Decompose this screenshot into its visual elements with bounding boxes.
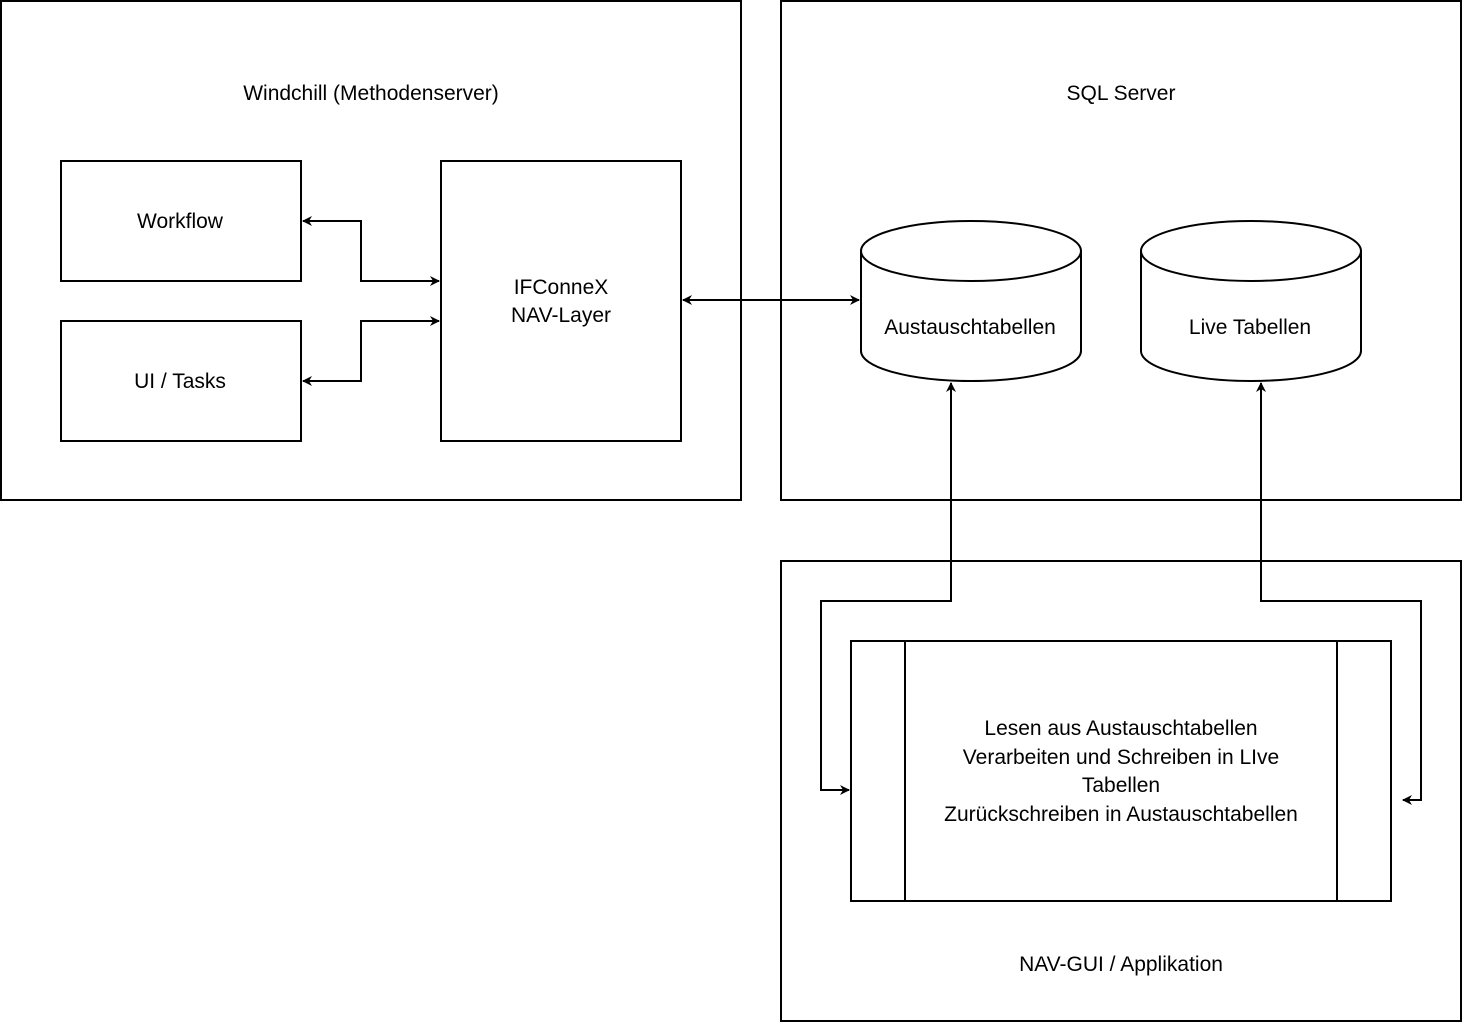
node-austauschtabellen: Austauschtabellen xyxy=(860,220,1082,382)
cylinder-austauschtabellen-body xyxy=(860,251,1082,382)
cylinder-austauschtabellen-top xyxy=(860,220,1082,282)
node-ui-tasks: UI / Tasks xyxy=(60,320,302,442)
container-sql-server-title: SQL Server xyxy=(1067,82,1176,105)
node-ifconnex-label-line2: NAV-Layer xyxy=(511,304,611,327)
node-austauschtabellen-label: Austauschtabellen xyxy=(884,316,1056,339)
edge-ui-tasks-ifconnex xyxy=(302,316,440,386)
container-windchill-title: Windchill (Methodenserver) xyxy=(243,82,499,105)
edge-workflow-ifconnex xyxy=(302,216,440,286)
node-ui-tasks-label: UI / Tasks xyxy=(134,370,226,393)
node-ifconnex-label-line1: IFConneX xyxy=(514,276,609,299)
cylinder-live-tabellen-top xyxy=(1140,220,1362,282)
node-process-line2: Verarbeiten und Schreiben in LIve xyxy=(963,746,1279,769)
node-workflow-label: Workflow xyxy=(137,210,224,233)
edge-process-austauschtabellen xyxy=(820,382,956,795)
node-workflow-box xyxy=(60,160,302,282)
node-ifconnex: IFConneX NAV-Layer xyxy=(440,160,682,442)
cylinder-live-tabellen-body xyxy=(1140,251,1362,382)
node-process-line1: Lesen aus Austauschtabellen xyxy=(984,717,1257,740)
node-workflow: Workflow xyxy=(60,160,302,282)
node-process-box xyxy=(850,640,1392,902)
node-live-tabellen-label: Live Tabellen xyxy=(1189,316,1311,339)
node-process-line3: Tabellen xyxy=(1082,774,1160,797)
node-ui-tasks-box xyxy=(60,320,302,442)
edge-process-live-tabellen xyxy=(1256,382,1422,805)
node-process-line4: Zurückschreiben in Austauschtabellen xyxy=(944,803,1298,826)
node-live-tabellen: Live Tabellen xyxy=(1140,220,1362,382)
node-process: Lesen aus Austauschtabellen Verarbeiten … xyxy=(850,640,1392,902)
node-ifconnex-box xyxy=(440,160,682,442)
container-nav-gui-title: NAV-GUI / Applikation xyxy=(1019,953,1223,976)
